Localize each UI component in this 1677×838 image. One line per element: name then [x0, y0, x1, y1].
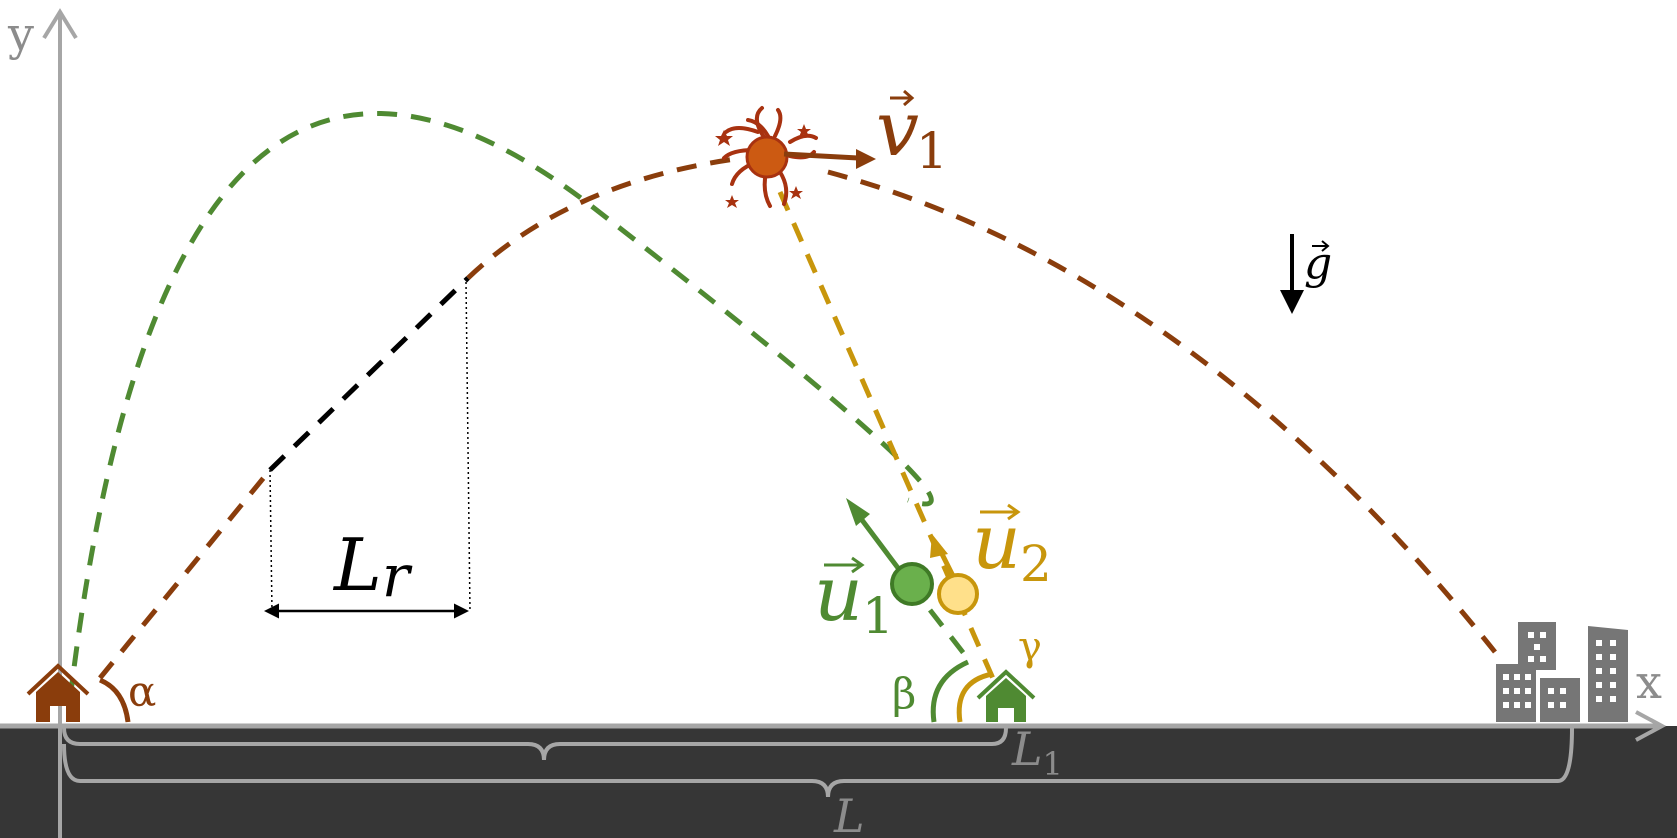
house-icon-launch — [26, 663, 90, 722]
x-axis-label: x — [1636, 655, 1662, 709]
svg-text:1: 1 — [862, 587, 894, 645]
city-buildings-icon — [1496, 622, 1628, 722]
distance-Lr-label: Lr — [332, 523, 413, 610]
lr-left-guide — [269, 469, 273, 613]
x-axis — [0, 710, 1667, 742]
brace-L — [62, 727, 1574, 798]
green-trajectory-end — [928, 608, 967, 657]
u1-label: u 1 — [814, 549, 894, 645]
house-icon-target — [976, 669, 1036, 722]
svg-text:1: 1 — [916, 122, 948, 180]
alpha-arc — [98, 677, 131, 723]
green-trajectory — [67, 111, 934, 701]
brace-L1 — [62, 727, 1008, 761]
fragment-2-ball — [937, 573, 979, 615]
distance-L1-label: L1 — [1011, 722, 1063, 783]
svg-text:u: u — [972, 497, 1021, 586]
launch-trajectory-upper — [466, 156, 736, 280]
gamma-label: γ — [1018, 624, 1042, 670]
v1-trajectory — [827, 169, 1497, 654]
v1-label: v 1 — [876, 84, 948, 180]
svg-text:2: 2 — [1020, 535, 1052, 593]
lr-right-guide — [465, 281, 471, 613]
v1-arrow — [783, 149, 876, 169]
gravity-label: g — [1304, 238, 1332, 289]
svg-text:v: v — [876, 84, 919, 173]
explosion-core — [745, 135, 789, 179]
gravity-arrow — [1280, 234, 1304, 314]
y-axis-label: y — [7, 7, 34, 61]
alpha-label: α — [128, 667, 156, 716]
beta-label: β — [892, 669, 916, 718]
fragment-1-ball — [890, 562, 934, 606]
beta-arc — [930, 659, 970, 723]
svg-text:u: u — [814, 549, 863, 638]
u2-arrow — [930, 534, 957, 580]
distance-L-label: L — [833, 789, 865, 838]
svg-text:g: g — [1304, 238, 1332, 289]
lr-segment — [268, 276, 470, 472]
u2-label: u 2 — [972, 497, 1052, 593]
launch-trajectory — [98, 468, 272, 680]
gamma-arc — [956, 671, 993, 723]
